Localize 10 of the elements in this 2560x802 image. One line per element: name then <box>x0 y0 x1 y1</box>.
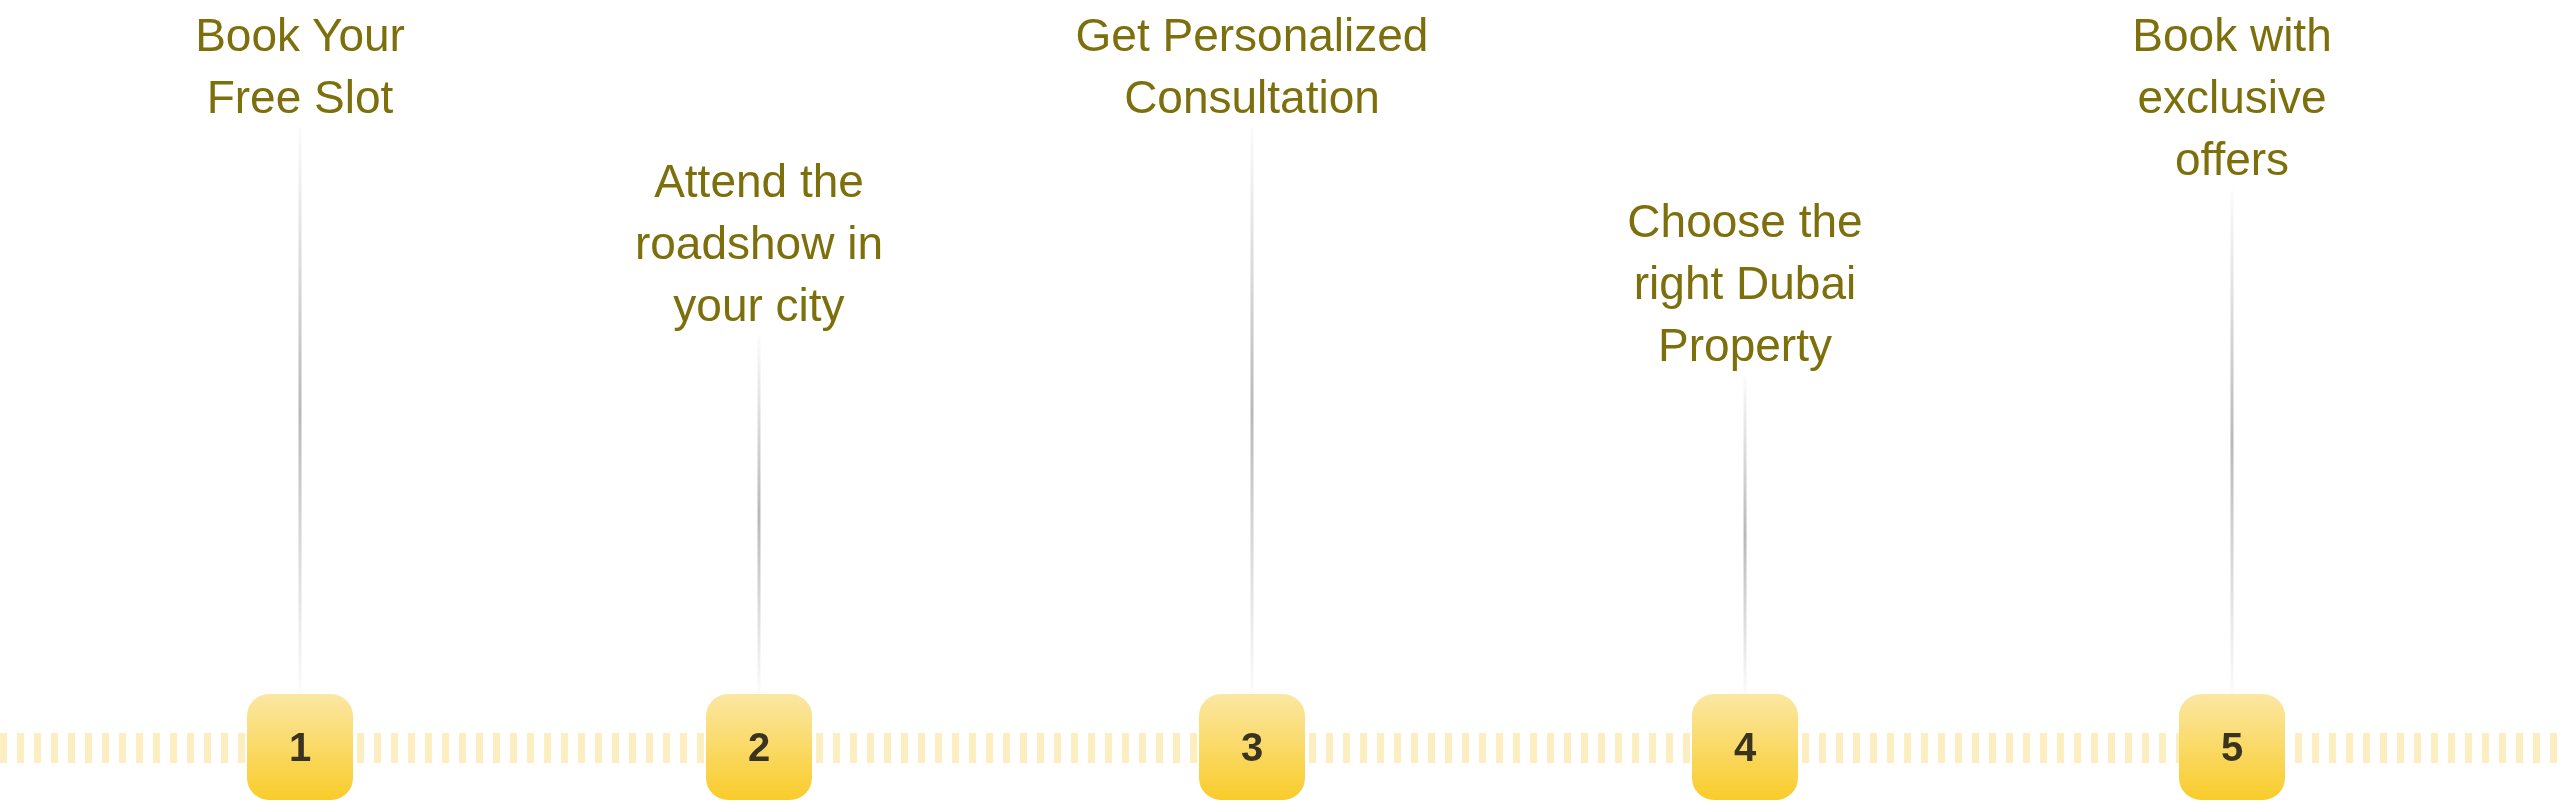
step-label: Get Personalized Consultation <box>1052 4 1452 128</box>
step-label: Book with exclusive offers <box>2097 4 2367 190</box>
step-label: Choose the right Dubai Property <box>1580 190 1910 376</box>
step-number-badge: 4 <box>1692 694 1798 800</box>
step-number-badge: 5 <box>2179 694 2285 800</box>
step-number-badge: 2 <box>706 694 812 800</box>
step-label: Book Your Free Slot <box>150 4 450 128</box>
step-number-badge: 1 <box>247 694 353 800</box>
step-label: Attend the roadshow in your city <box>599 150 919 336</box>
step-number-badge: 3 <box>1199 694 1305 800</box>
